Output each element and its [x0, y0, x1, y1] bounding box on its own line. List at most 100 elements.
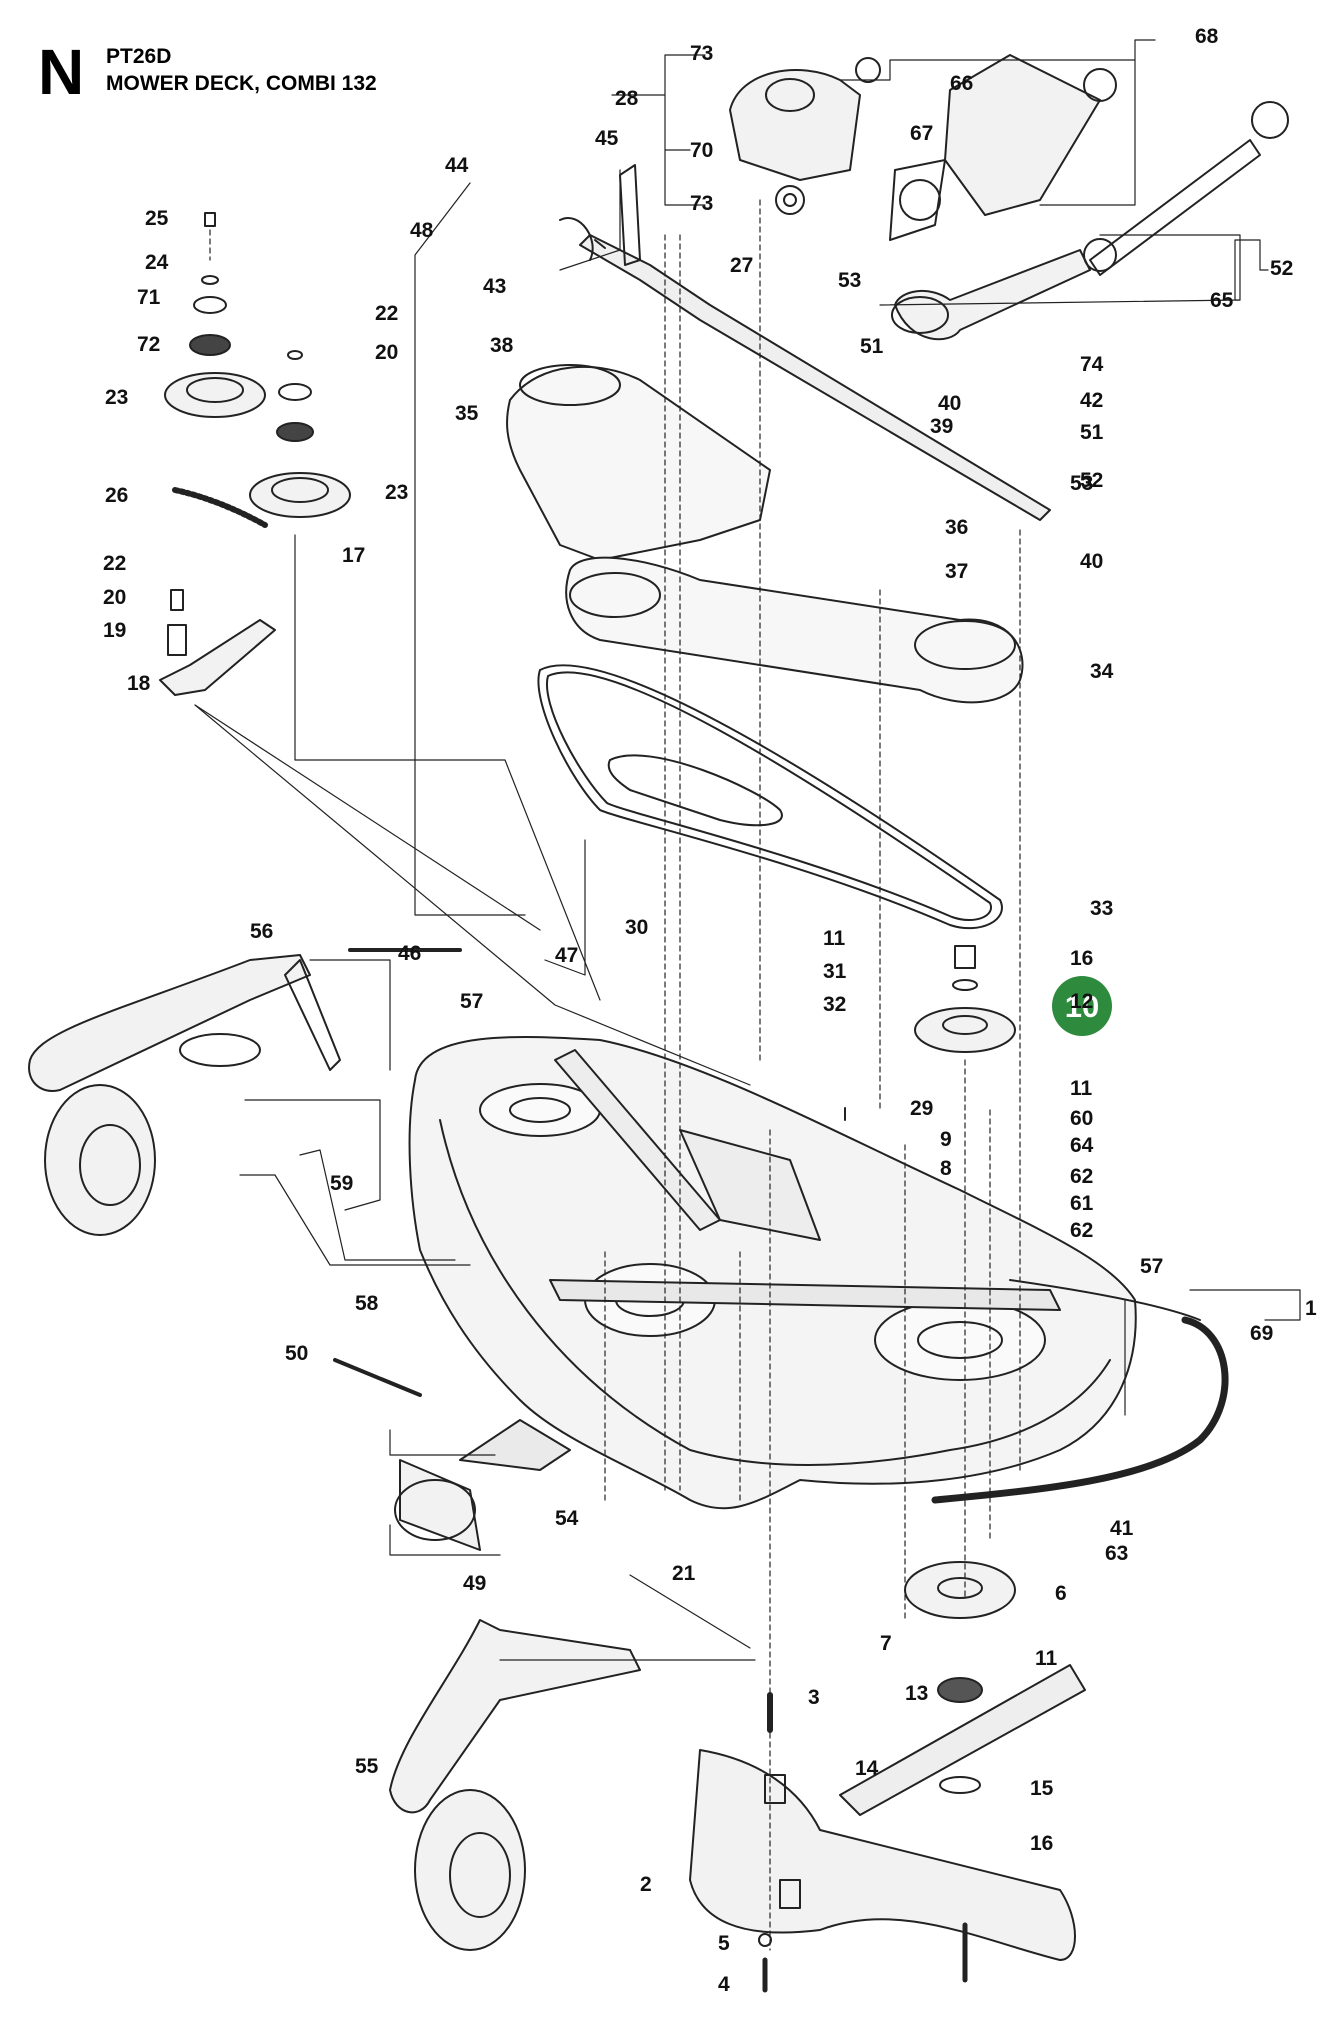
diagram-title: MOWER DECK, COMBI 132 [106, 72, 377, 95]
callout-30: 30 [625, 916, 648, 939]
callout-15: 15 [1030, 1777, 1054, 1800]
callout-7: 7 [880, 1632, 892, 1655]
callout-12: 12 [1070, 990, 1093, 1013]
callout-72: 72 [137, 333, 160, 356]
callout-73: 73 [690, 192, 713, 215]
callout-2: 2 [640, 1873, 652, 1896]
callout-68: 68 [1195, 25, 1219, 48]
mower-deck [408, 1035, 1201, 1510]
callout-20: 20 [375, 341, 398, 364]
dashed-guides [209, 199, 1021, 1951]
callout-63: 63 [1105, 1542, 1128, 1565]
discharge-deflector [689, 1749, 1076, 1961]
callout-44: 44 [445, 154, 469, 177]
callout-64: 64 [1070, 1134, 1094, 1157]
callout-41: 41 [1110, 1517, 1134, 1540]
callout-35: 35 [455, 402, 479, 425]
leader-lines [194, 39, 1301, 1661]
callout-21: 21 [672, 1562, 696, 1585]
callout-16: 16 [1030, 1832, 1053, 1855]
callout-58: 58 [355, 1292, 379, 1315]
callout-60: 60 [1070, 1107, 1093, 1130]
callout-57: 57 [1140, 1255, 1163, 1278]
callout-50: 50 [285, 1342, 308, 1365]
callout-34: 34 [1090, 660, 1114, 683]
callout-18: 18 [127, 672, 151, 695]
callout-61: 61 [1070, 1192, 1094, 1215]
callout-24: 24 [145, 251, 169, 274]
callout-55: 55 [355, 1755, 379, 1778]
callout-51: 51 [1080, 421, 1104, 444]
callout-56: 56 [250, 920, 273, 943]
rear-gauge-wheel [28, 954, 341, 1236]
gearbox [729, 57, 881, 215]
callout-69: 69 [1250, 1322, 1273, 1345]
model-name: PT26D [106, 45, 172, 68]
callout-31: 31 [823, 960, 847, 983]
spindle-pulley [914, 945, 1016, 1053]
callout-26: 26 [105, 484, 128, 507]
roller [394, 1459, 481, 1551]
callout-70: 70 [690, 139, 713, 162]
upper-cover [506, 364, 771, 561]
front-shaft [559, 164, 1051, 521]
callout-49: 49 [463, 1572, 486, 1595]
callout-33: 33 [1090, 897, 1113, 920]
front-gauge-wheel [389, 1619, 641, 1951]
tension-spring [172, 487, 268, 528]
callout-48: 48 [410, 219, 434, 242]
spindle-housing [904, 1561, 1016, 1703]
callout-32: 32 [823, 993, 846, 1016]
idler-arm [159, 589, 276, 696]
callout-47: 47 [555, 944, 578, 967]
callout-59: 59 [330, 1172, 353, 1195]
callout-39: 39 [930, 415, 953, 438]
callout-22: 22 [375, 302, 398, 325]
callout-22: 22 [103, 552, 126, 575]
callout-16: 16 [1070, 947, 1093, 970]
callout-40: 40 [1080, 550, 1103, 573]
part-callouts: 7368662867707345444843382524717223222023… [103, 25, 1317, 1996]
callout-5: 5 [718, 1932, 730, 1955]
callout-11: 11 [1070, 1077, 1093, 1100]
callout-36: 36 [945, 516, 968, 539]
callout-8: 8 [940, 1157, 952, 1180]
callout-29: 29 [910, 1097, 933, 1120]
callout-53: 53 [838, 269, 861, 292]
callout-23: 23 [105, 386, 128, 409]
callout-14: 14 [855, 1757, 879, 1780]
callout-11: 11 [1035, 1647, 1058, 1670]
callout-23: 23 [385, 481, 408, 504]
callout-52: 52 [1080, 469, 1103, 492]
callout-65: 65 [1210, 289, 1234, 312]
callout-3: 3 [808, 1686, 820, 1709]
callout-17: 17 [342, 544, 365, 567]
callout-62: 62 [1070, 1219, 1093, 1242]
callout-73: 73 [690, 42, 713, 65]
callout-25: 25 [145, 207, 169, 230]
callout-42: 42 [1080, 389, 1103, 412]
callout-28: 28 [615, 87, 639, 110]
callout-67: 67 [910, 122, 933, 145]
callout-20: 20 [103, 586, 126, 609]
callout-71: 71 [137, 286, 161, 309]
callout-27: 27 [730, 254, 753, 277]
highlight-badge [1052, 976, 1112, 1036]
callout-9: 9 [940, 1128, 952, 1151]
idler-pulley-left [164, 212, 266, 418]
callout-19: 19 [103, 619, 126, 642]
callout-11: 11 [823, 927, 846, 950]
callout-1: 1 [1305, 1297, 1317, 1320]
callout-57: 57 [460, 990, 483, 1013]
callout-74: 74 [1080, 353, 1104, 376]
callout-53: 53 [1070, 472, 1093, 495]
callout-45: 45 [595, 127, 619, 150]
callout-66: 66 [950, 72, 973, 95]
callout-46: 46 [398, 942, 421, 965]
callout-54: 54 [555, 1507, 579, 1530]
callout-4: 4 [718, 1973, 730, 1996]
callout-40: 40 [938, 392, 961, 415]
callout-37: 37 [945, 560, 968, 583]
callout-52: 52 [1270, 257, 1293, 280]
